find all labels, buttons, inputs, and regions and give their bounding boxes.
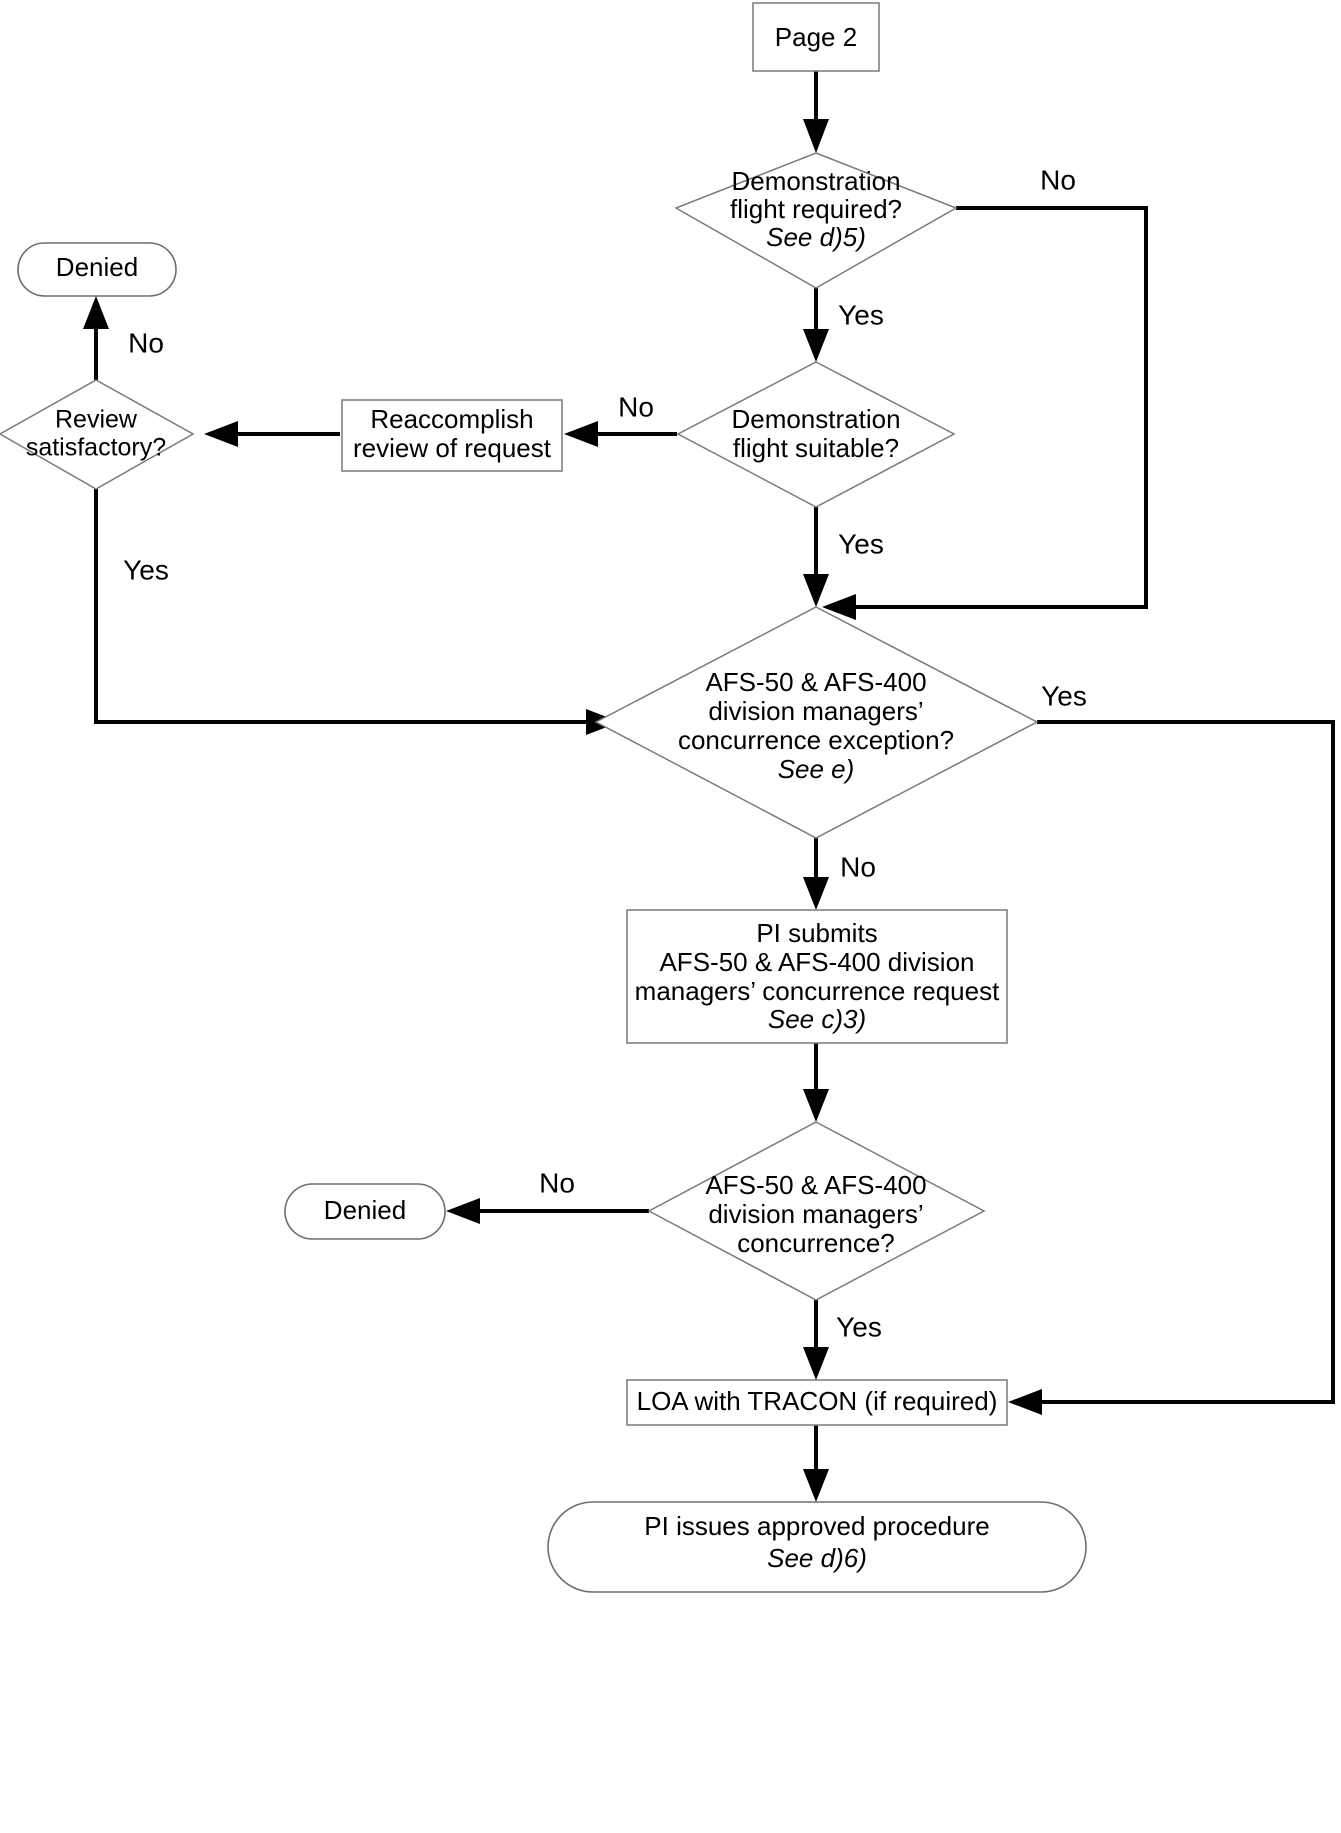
node-denied-top-label: Denied — [56, 252, 138, 282]
node-review-satisfactory[interactable]: Review satisfactory? — [0, 379, 195, 490]
edge-demo-suitable-yes — [803, 507, 829, 607]
edge-exception-yes — [1008, 720, 1335, 1415]
edge-demo-suitable-no — [564, 421, 677, 447]
edge-loa-to-pi-issues — [803, 1425, 829, 1502]
node-denied-bottom-label: Denied — [324, 1195, 406, 1225]
node-pi-issues-reference: See d)6) — [767, 1543, 867, 1573]
node-concurrence-line1: AFS-50 & AFS-400 — [705, 1170, 926, 1200]
node-demo-required-line2: flight required? — [730, 194, 902, 224]
node-demonstration-flight-required[interactable]: Demonstration flight required? See d)5) — [674, 152, 958, 289]
edge-label-concurrence-no: No — [539, 1167, 575, 1198]
edge-review-yes — [94, 489, 620, 735]
edge-exception-no — [803, 838, 829, 910]
node-review-line2: satisfactory? — [26, 434, 166, 462]
node-page-2[interactable]: Page 2 — [752, 2, 880, 72]
edge-reaccomplish-to-review — [204, 421, 340, 447]
node-demo-required-line1: Demonstration — [731, 166, 900, 196]
edge-concurrence-yes — [803, 1300, 829, 1380]
node-concurrence-decision[interactable]: AFS-50 & AFS-400 division managers’ conc… — [647, 1121, 986, 1301]
node-exception-line1: AFS-50 & AFS-400 — [705, 667, 926, 697]
node-demo-suitable-line2: flight suitable? — [733, 433, 899, 463]
edge-label-demo-suitable-no: No — [618, 391, 654, 422]
edge-label-review-yes: Yes — [123, 554, 169, 585]
edge-page2-to-demo-required — [803, 71, 829, 153]
edge-pisubmits-to-concurrence — [803, 1043, 829, 1122]
node-reaccomplish-line1: Reaccomplish — [370, 404, 533, 434]
edge-concurrence-no — [446, 1198, 649, 1224]
node-pi-issues-procedure[interactable]: PI issues approved procedure See d)6) — [547, 1501, 1087, 1593]
node-pi-submits-line3: managers’ concurrence request — [635, 976, 1000, 1006]
edge-label-demo-suitable-yes: Yes — [838, 528, 884, 559]
edge-label-exception-yes: Yes — [1041, 680, 1087, 711]
node-pi-submits-reference: See c)3) — [768, 1004, 866, 1034]
node-pi-submits-line2: AFS-50 & AFS-400 division — [659, 947, 974, 977]
node-exception-line2: division managers’ — [708, 696, 923, 726]
edge-label-exception-no: No — [840, 851, 876, 882]
node-pi-submits[interactable]: PI submits AFS-50 & AFS-400 division man… — [626, 909, 1008, 1044]
node-denied-top[interactable]: Denied — [17, 242, 177, 297]
node-demo-required-reference: See d)5) — [766, 222, 866, 252]
node-loa-tracon[interactable]: LOA with TRACON (if required) — [626, 1379, 1008, 1426]
node-review-line1: Review — [55, 406, 138, 434]
node-concurrence-line2: division managers’ — [708, 1199, 923, 1229]
edge-demo-required-yes — [803, 288, 829, 362]
node-loa-tracon-label: LOA with TRACON (if required) — [637, 1386, 998, 1416]
node-concurrence-exception[interactable]: AFS-50 & AFS-400 division managers’ conc… — [594, 606, 1039, 839]
node-pi-submits-line1: PI submits — [756, 918, 877, 948]
node-demo-suitable-line1: Demonstration — [731, 404, 900, 434]
node-exception-line3: concurrence exception? — [678, 725, 954, 755]
edge-demo-required-no — [822, 206, 1148, 620]
node-concurrence-line3: concurrence? — [737, 1228, 895, 1258]
node-denied-bottom[interactable]: Denied — [284, 1183, 446, 1240]
node-page-2-label: Page 2 — [775, 22, 857, 52]
node-pi-issues-line1: PI issues approved procedure — [644, 1511, 989, 1541]
edge-label-concurrence-yes: Yes — [836, 1311, 882, 1342]
node-exception-reference: See e) — [778, 754, 855, 784]
edge-label-demo-required-yes: Yes — [838, 299, 884, 330]
node-reaccomplish-review[interactable]: Reaccomplish review of request — [341, 399, 563, 472]
edge-label-review-no: No — [128, 327, 164, 358]
node-reaccomplish-line2: review of request — [353, 433, 552, 463]
node-demonstration-flight-suitable[interactable]: Demonstration flight suitable? — [676, 361, 956, 508]
edge-review-no — [83, 296, 109, 380]
edge-label-demo-required-no: No — [1040, 164, 1076, 195]
